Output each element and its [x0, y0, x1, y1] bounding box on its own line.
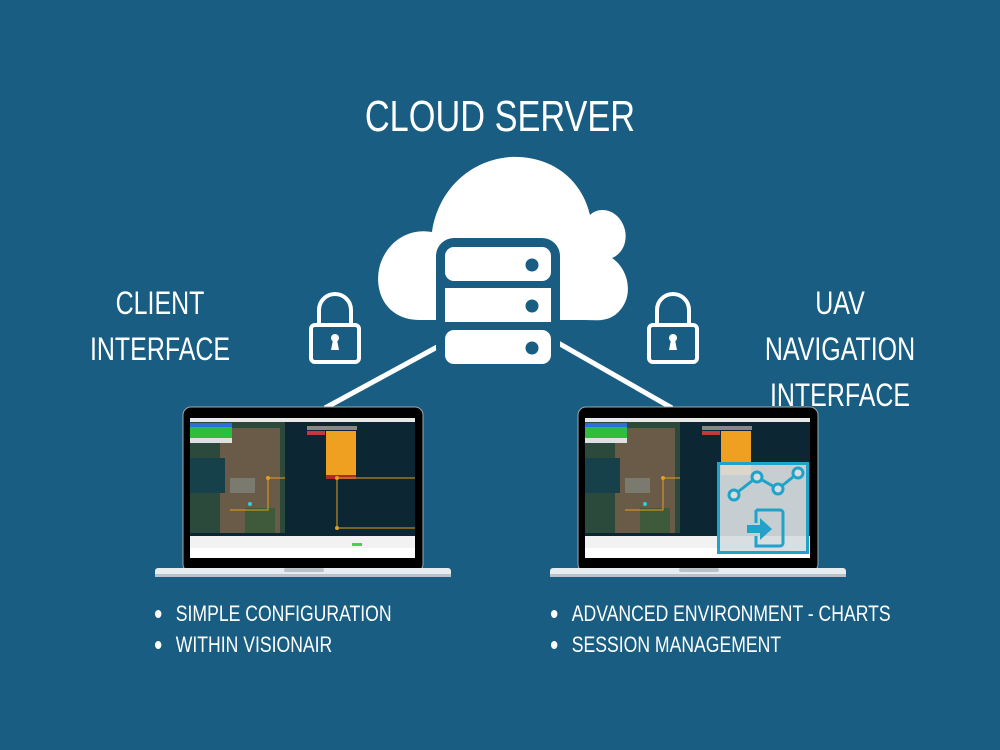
bullet-icon	[551, 640, 558, 649]
client-features-list: SIMPLE CONFIGURATION WITHIN VISIONAIR	[155, 598, 392, 660]
uav-features-list: ADVANCED ENVIRONMENT - CHARTS SESSION MA…	[551, 598, 891, 660]
list-item-text: SESSION MANAGEMENT	[571, 632, 782, 657]
line-chart-icon	[727, 466, 805, 502]
connector-right	[551, 337, 674, 411]
list-item-text: ADVANCED ENVIRONMENT - CHARTS	[571, 601, 891, 626]
login-icon	[747, 508, 785, 548]
uav-interface-label: UAV NAVIGATION INTERFACE	[739, 280, 942, 418]
bullet-icon	[155, 640, 162, 649]
client-interface-label: CLIENT INTERFACE	[66, 280, 253, 372]
client-label-line-2: INTERFACE	[89, 331, 231, 367]
connector-left	[323, 337, 452, 411]
uav-label-line-1: UAV NAVIGATION	[764, 285, 916, 367]
list-item: ADVANCED ENVIRONMENT - CHARTS	[551, 598, 891, 629]
server-icon	[436, 238, 560, 366]
lock-icon-left	[309, 292, 361, 364]
list-item: SESSION MANAGEMENT	[551, 629, 891, 660]
client-interface-screenshot	[190, 418, 415, 558]
list-item-text: WITHIN VISIONAIR	[175, 632, 333, 657]
bullet-icon	[551, 609, 558, 618]
uav-label-line-2: INTERFACE	[769, 377, 911, 413]
client-label-line-1: CLIENT	[115, 285, 205, 321]
diagram-title: CLOUD SERVER	[364, 92, 636, 141]
lock-icon-right	[647, 292, 699, 364]
list-item: WITHIN VISIONAIR	[155, 629, 392, 660]
bullet-icon	[155, 609, 162, 618]
list-item: SIMPLE CONFIGURATION	[155, 598, 392, 629]
list-item-text: SIMPLE CONFIGURATION	[175, 601, 392, 626]
features-overlay-panel	[717, 462, 809, 554]
